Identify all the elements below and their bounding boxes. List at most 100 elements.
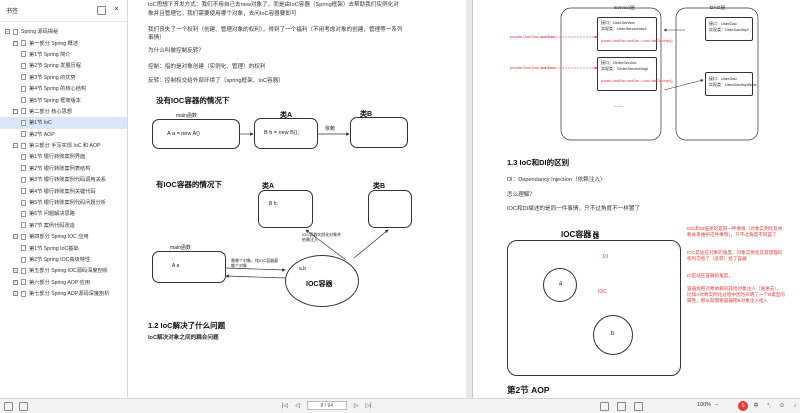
section-1-2-body: IoC解决对象之间的耦合问题 (148, 335, 219, 341)
classB-box (350, 117, 408, 148)
bookmark-item[interactable]: 第5节 Spring 框架版本 (0, 94, 127, 105)
zoom-value[interactable]: 100% (697, 402, 712, 408)
bookmark-item[interactable]: 第3节 Spring 的优势 (0, 72, 127, 83)
bookmark-item[interactable]: −第二部分 核心思想 (0, 106, 127, 117)
ime-logo-icon[interactable]: S (738, 401, 748, 411)
dao2-impl: 实现类：UserDaoImplNew (709, 82, 757, 87)
left-code-1: private UserDao userDao; (510, 34, 557, 39)
bookmark-item[interactable]: +第六部分 Spring AOP 应用 (0, 277, 127, 288)
paragraph-line: 事情） (148, 35, 165, 41)
user-dao-new-box: 接口：UserDao 实现类：UserDaoImplNew (705, 72, 757, 96)
bookmark-label: 第1节 IoC (29, 120, 52, 127)
bookmark-item[interactable]: − Spring 源码揭秘 (0, 26, 127, 37)
bookmark-item[interactable]: −第一部分 Spring 概述 (0, 37, 127, 48)
object-a-circle: a (543, 268, 577, 302)
bookmark-label: 第2节 AOP (29, 131, 55, 138)
bookmark-item[interactable]: −第四部分 Spring IOC 应用 (0, 231, 127, 242)
mic-icon[interactable]: ♪ (793, 403, 797, 409)
section-1-3-title: 1.3 IoC和DI的区别 (507, 158, 570, 167)
container-label: IOC容器 (306, 281, 333, 288)
bookmark-label: 第5节 银行转账案例代码问题分析 (29, 200, 106, 207)
bookmark-item[interactable]: 第2节 AOP (0, 129, 127, 140)
classA-box: B b = new B(); (254, 118, 318, 149)
zoom-control: 100% − (697, 402, 718, 408)
collapse-icon[interactable]: − (13, 142, 18, 149)
bookmark-item[interactable]: 第5节 银行转账案例代码问题分析 (0, 197, 127, 208)
prev-page-icon[interactable]: ◁ (295, 403, 300, 409)
bookmarks-sidebar: 书签 × −Spring 源码揭秘−第一部分 Spring 概述第1节 Spri… (0, 0, 128, 398)
bookmark-page-icon (21, 153, 26, 160)
bookmark-page-icon (21, 108, 26, 115)
bookmark-item[interactable]: 第3节 银行转账案例代码调用关系 (0, 174, 127, 185)
bookmark-item[interactable]: 第4节 银行转账案例关键代码 (0, 185, 127, 196)
bookmark-item[interactable]: 第1节 IoC (0, 117, 127, 129)
note-3: DI是站在容器的角度， (687, 273, 733, 278)
last-page-icon[interactable]: ▷| (365, 403, 372, 409)
bookmark-item[interactable]: 第2节 银行转账案例表结构 (0, 163, 127, 174)
bookmark-item[interactable]: 第2节 Spring 发展历程 (0, 60, 127, 71)
expand-icon[interactable]: + (13, 279, 18, 285)
bookmark-item[interactable]: 第1节 银行转账案例界面 (0, 151, 127, 162)
bookmark-item[interactable]: −第三部分 手写实现 IoC 和 AOP (0, 140, 127, 151)
punctuation-icon[interactable]: °, (767, 403, 771, 409)
expand-icon[interactable]: + (13, 267, 18, 274)
di-definition: DI：Dependancy Injection（依赖注入） (507, 177, 606, 183)
page-indicator[interactable]: 8 / 94 (306, 401, 347, 410)
double-page-icon[interactable] (617, 402, 626, 411)
desc-line: IOC和DI描述的是同一件事情，只不过角度不一样罢了 (507, 206, 641, 212)
collapse-icon[interactable]: − (13, 233, 18, 240)
depend-label: 依赖 (325, 126, 336, 132)
bookmark-page-icon (21, 256, 26, 263)
bookmark-page-icon (21, 142, 26, 149)
dao-layer-label: DAO层 (710, 6, 726, 11)
svc2-impl: 实现类：OrderServiceImpl (601, 66, 649, 71)
sidebar-title: 书签 (6, 9, 19, 15)
bookmark-label: 第4节 银行转账案例关键代码 (29, 188, 96, 195)
sidebar-toggle-icon[interactable] (4, 402, 13, 411)
bookmark-item[interactable]: 第2节 Spring IOC高级特性 (0, 254, 127, 265)
classA-code: B b = new B(); (264, 130, 300, 136)
bookmark-page-icon (21, 131, 26, 138)
paragraph-line: 我们丧失了一个权利（创建、管理对象的权利），得到了一个福利（不用考虑对象的创建、… (148, 27, 403, 33)
continuous-icon[interactable] (634, 402, 643, 411)
bookmark-page-icon (21, 97, 26, 104)
ime-mode-icon[interactable]: 中 (753, 403, 759, 409)
bookmark-page-icon (21, 40, 26, 47)
bookmark-item[interactable]: 第4节 Spring 的核心结构 (0, 83, 127, 94)
bookmark-label: 第五部分 Spring IOC源码深度剖析 (29, 268, 108, 275)
collapse-icon[interactable]: − (5, 28, 10, 35)
classA2-code: B b; (269, 201, 278, 207)
collapse-icon[interactable]: − (13, 40, 18, 46)
ellipsis-label: …… (613, 103, 623, 109)
ab-label: a,b (299, 266, 306, 272)
collapse-icon[interactable]: − (13, 108, 18, 114)
note-1: IOC和DI描述的是同一件事情（对象实例化及依赖关系维护这件事情），只不过角度不… (687, 226, 783, 237)
bookmark-item[interactable]: +第七部分 Spring AOP源码深度剖析 (0, 288, 127, 299)
single-page-icon[interactable] (600, 402, 609, 411)
first-page-icon[interactable]: |◁ (282, 403, 289, 409)
expand-icon[interactable] (97, 6, 106, 15)
bookmark-item[interactable]: 第1节 Spring 简介 (0, 49, 127, 60)
thumbnail-icon[interactable] (19, 402, 28, 411)
bookmark-item[interactable]: + 第五部分 Spring IOC源码深度剖析 (0, 265, 127, 276)
page-gap (466, 0, 472, 398)
main2-box: A a (152, 251, 226, 283)
bookmark-page-icon (21, 279, 26, 286)
bookmark-page-icon (21, 85, 26, 92)
close-icon[interactable]: × (114, 6, 119, 13)
zoom-out-icon[interactable]: − (715, 402, 719, 408)
classA2-title: 类A (262, 183, 275, 190)
bookmark-tree: −Spring 源码揭秘−第一部分 Spring 概述第1节 Spring 简介… (0, 22, 127, 299)
order-service-box: 接口：OrderService 实现类：OrderServiceImpl pri… (597, 57, 673, 91)
emoji-icon[interactable]: ☺ (778, 403, 786, 409)
intro-line: IoC思想下开发方式：我们不用自己去new对象了，而是由IoC容器（Spring… (148, 2, 399, 8)
expand-icon[interactable]: + (13, 290, 18, 297)
next-page-icon[interactable]: ▷ (353, 403, 359, 409)
main-code: A a = new A() (167, 131, 200, 137)
bookmark-item[interactable]: 第7节 案例代码改造 (0, 220, 127, 231)
svc1-code: private UserDao userDao = new UserDaoImp… (601, 39, 674, 43)
bookmark-item[interactable]: 第6节 问题解决思路 (0, 208, 127, 219)
bookmark-item[interactable]: 第1节 Spring IoC基础 (0, 242, 127, 253)
bookmark-label: Spring 源码揭秘 (21, 29, 59, 36)
main2-code: A a (172, 263, 180, 269)
